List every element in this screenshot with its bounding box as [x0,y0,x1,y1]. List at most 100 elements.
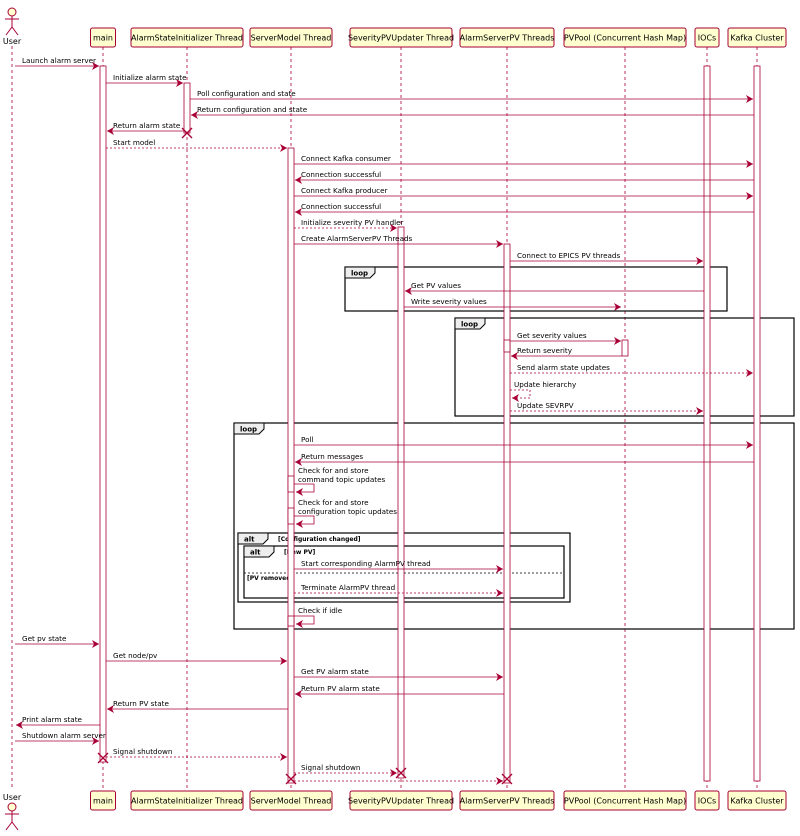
message-label: Get PV values [411,281,461,290]
message-label: Update SEVRPV [517,401,574,410]
message-label: Check for and store [298,466,369,475]
frame-keyword: alt [244,536,255,544]
message-label: Poll [301,435,313,444]
message-label: Launch alarm server [22,56,96,65]
frame-loop2: loop [454,317,795,417]
message-label: Write severity values [411,297,487,306]
message-label: Return severity [517,346,573,355]
message-label: Get node/pv [113,651,158,660]
participant-asi-bottom: AlarmStateInitializer Thread [130,790,244,811]
participant-label: User [3,37,22,46]
activation-bar [753,65,761,782]
frame-keyword: alt [250,549,261,557]
participant-kafka-top: Kafka Cluster [727,27,787,48]
activation-bar [287,147,295,784]
participant-label: ServerModel Thread [251,797,332,806]
participant-main-top: main [90,27,116,48]
participant-label: main [93,797,113,806]
participant-label: PVPool (Concurrent Hash Map) [564,797,686,806]
message: Update SEVRPV [510,401,703,415]
message-label: Create AlarmServerPV Threads [301,234,413,243]
participant-label: User [3,793,22,802]
message-label: Shutdown alarm server [22,731,106,740]
activation-bar [503,339,511,353]
message: Get PV values [405,281,704,295]
message: Terminate AlarmPV thread [294,583,503,597]
message-label: Start corresponding AlarmPV thread [301,559,431,568]
message-label: Return configuration and state [197,105,308,114]
participant-spv-top: SeverityPVUpdater Thread [348,27,454,48]
frame-condition: [New PV] [284,549,316,556]
self-message-arrow [294,483,315,496]
participant-label: IOCs [698,797,716,806]
message: Return severity [511,346,622,360]
activation-bar [183,82,191,134]
message: Start corresponding AlarmPV thread [294,559,503,573]
message-label: Print alarm state [22,715,83,724]
message-label: Connect Kafka producer [301,186,387,195]
participant-sm-top: ServerModel Thread [249,27,333,48]
participant-aspv-top: AlarmServerPV Threads [459,27,555,48]
message-label: Check for and store [298,498,369,507]
activation-bars [99,65,761,784]
frame-else-condition: [PV removed] [247,575,294,582]
message: Signal shutdown [294,763,397,777]
participant-label: Kafka Cluster [730,797,784,806]
activation-bar [99,65,107,763]
participant-label: main [93,34,113,43]
participant-pool-top: PVPool (Concurrent Hash Map) [563,27,687,48]
message: Create AlarmServerPV Threads [294,234,503,248]
message: Initialize severity PV handler [294,218,404,232]
participant-label: PVPool (Concurrent Hash Map) [564,34,686,43]
message: Return configuration and state [191,105,754,119]
activation-bar [287,475,295,493]
message: Get pv state [15,634,99,648]
message: Get node/pv [106,651,287,665]
message: Send alarm state updates [510,363,753,377]
message: Get PV alarm state [294,667,503,681]
message-label: Return PV state [113,699,169,708]
activation-bar [621,339,629,357]
message-label: Return PV alarm state [301,684,380,693]
activation-bar [287,507,295,525]
message: Poll [294,435,753,449]
frame-loop1: loop [344,266,728,312]
participant-aspv-bottom: AlarmServerPV Threads [459,790,555,811]
message: Print alarm state [16,715,100,729]
participant-spv-bottom: SeverityPVUpdater Thread [348,790,454,811]
message-label: Initialize severity PV handler [301,218,404,227]
message: Check if idle [294,606,343,628]
self-message-arrow [294,615,315,628]
participant-label: IOCs [698,34,716,43]
activation-bar [703,65,711,782]
message: Return PV state [107,699,288,713]
activation-bar [287,615,295,627]
participant-label: SeverityPVUpdater Thread [348,797,454,806]
message-label: Start model [113,138,155,147]
message-label: Initialize alarm state [113,73,187,82]
participant-label: AlarmStateInitializer Thread [131,797,243,806]
activation-bar [503,243,511,784]
self-message-arrow [294,515,315,528]
destroy-icon [395,767,407,779]
participant-label: SeverityPVUpdater Thread [348,34,454,43]
message-label: command topic updates [298,475,385,484]
message-label: Get severity values [517,331,587,340]
message-label: Connect Kafka consumer [301,154,391,163]
message-label: Return messages [301,452,363,461]
participant-kafka-bottom: Kafka Cluster [727,790,787,811]
participant-label: AlarmServerPV Threads [460,797,555,806]
participant-asi-top: AlarmStateInitializer Thread [130,27,244,48]
frame-condition: [Configuration changed] [278,536,361,543]
participant-label: ServerModel Thread [251,34,332,43]
participant-label: Kafka Cluster [730,34,784,43]
participant-label: AlarmServerPV Threads [460,34,555,43]
destroy-icon [97,752,109,764]
frame-keyword: loop [240,426,257,434]
actor-head-icon [7,802,17,812]
message-label: Connection successful [301,170,381,179]
message-label: Get PV alarm state [301,667,369,676]
message: Launch alarm server [15,56,99,70]
